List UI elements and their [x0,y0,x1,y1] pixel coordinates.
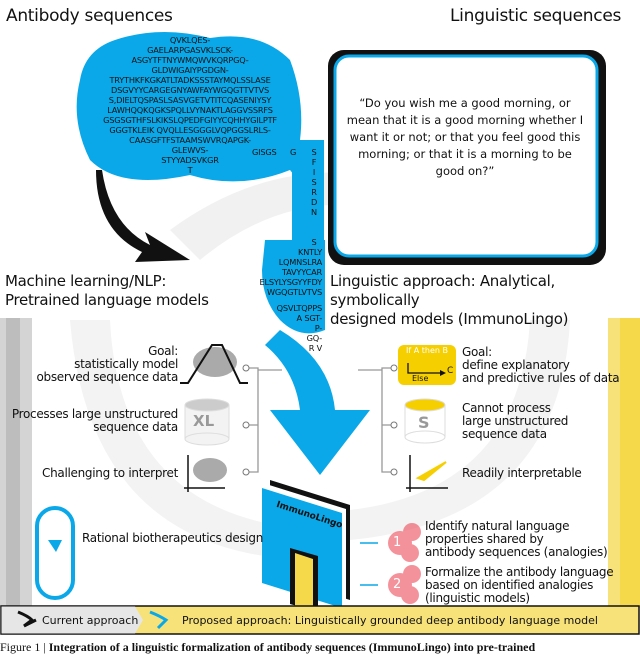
linguistic-title: Linguistic approach: Analytical, symboli… [330,272,569,328]
xl-database-icon [184,398,230,446]
rule-if: If A then B [406,346,448,355]
figure-caption: Figure 1 | Integration of a linguistic f… [0,640,536,654]
antibody-heading: Antibody sequences [6,6,173,26]
antibody-blob [76,31,302,182]
current-arrow-icon [17,610,37,628]
ml-arrow-icon [96,170,190,262]
rule-c: C [447,366,454,376]
xl-label: XL [193,412,215,430]
linguistic-interpret: Readily interpretable [462,466,582,480]
rule-else: Else [412,374,429,383]
swirl-right [350,320,570,540]
immunolingo-book-icon [262,480,350,612]
antibody-sequence: QVKLQES-GAELARPGASVKLSCK-ASGYTFTNYWMQWVK… [103,35,277,175]
linguistic-heading: Linguistic sequences [450,6,622,26]
current-approach-label: Current approach [42,614,139,627]
linguistic-quote: “Do you wish me a good morning, or mean … [346,96,584,178]
cloud-plot-icon [184,455,227,492]
line-plot-icon [406,455,448,492]
ml-interpret: Challenging to interpret [42,466,178,480]
rational-design: Rational biotherapeutics design [82,531,264,545]
distribution-icon [180,344,248,384]
step-2-number: 2 [393,577,402,592]
proposed-approach-label: Proposed approach: Linguistically ground… [182,614,598,627]
s-label: S [418,413,430,432]
ml-title: Machine learning/NLP:Pretrained language… [5,272,209,309]
proposed-arrow-icon [149,610,169,630]
antibody-capsule-icon [35,506,75,600]
sequence-fragment: GISGS [252,147,277,157]
s-database-icon [404,398,446,444]
sequence-fragment: G [290,147,297,157]
step-1-number: 1 [393,535,402,550]
convergence-arrow-icon [265,330,370,475]
